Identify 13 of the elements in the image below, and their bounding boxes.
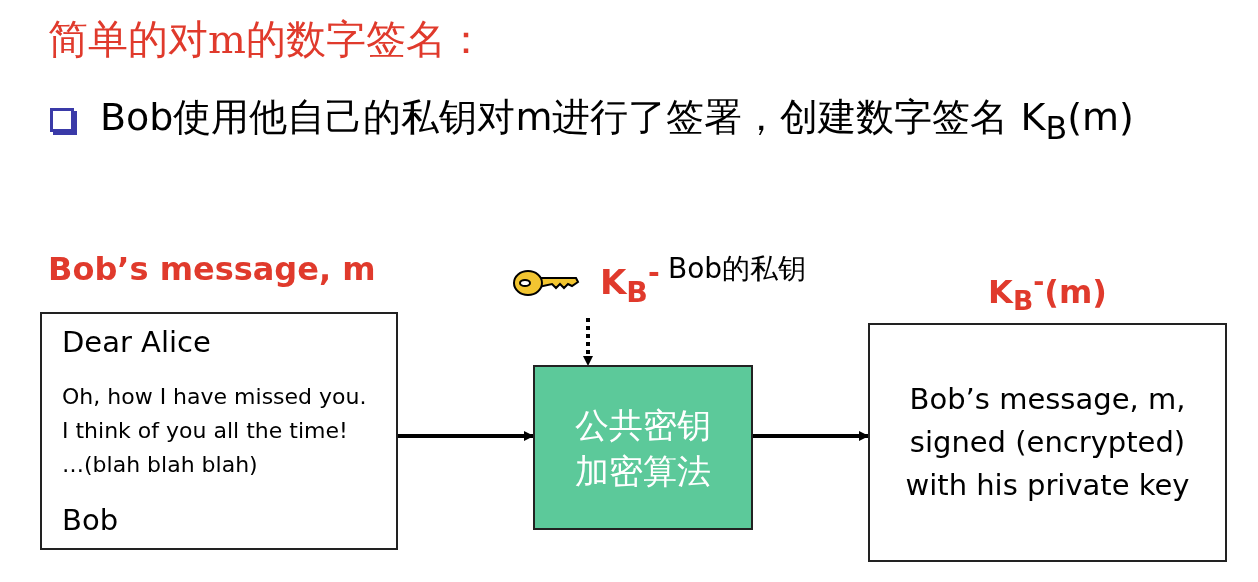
box-label: 公共密钥加密算法 [574,403,712,493]
salutation: Dear Alice [62,324,211,360]
signature: Bob [62,502,119,538]
arrow [753,431,869,441]
arrow [583,318,593,366]
box-heading: K$_{B}$$^{-}$(m) [987,266,1108,317]
slide-title: 简单的对m的数字签名： [48,15,486,64]
key-caption: Bob的私钥 [668,251,807,287]
message-body: Oh, how I have missed you. I think of you all the time! …(blah blah blah) [62,383,368,479]
bullet-text: Bob使用他自己的私钥对m进行了签署，创建数字签名 K$_{B}$(m) [100,94,1135,148]
arrow [398,431,534,441]
box-label: Bob’s message, m, signed (encrypted) with his private key [904,381,1191,504]
box-heading: Bob’s message, m [47,250,377,288]
